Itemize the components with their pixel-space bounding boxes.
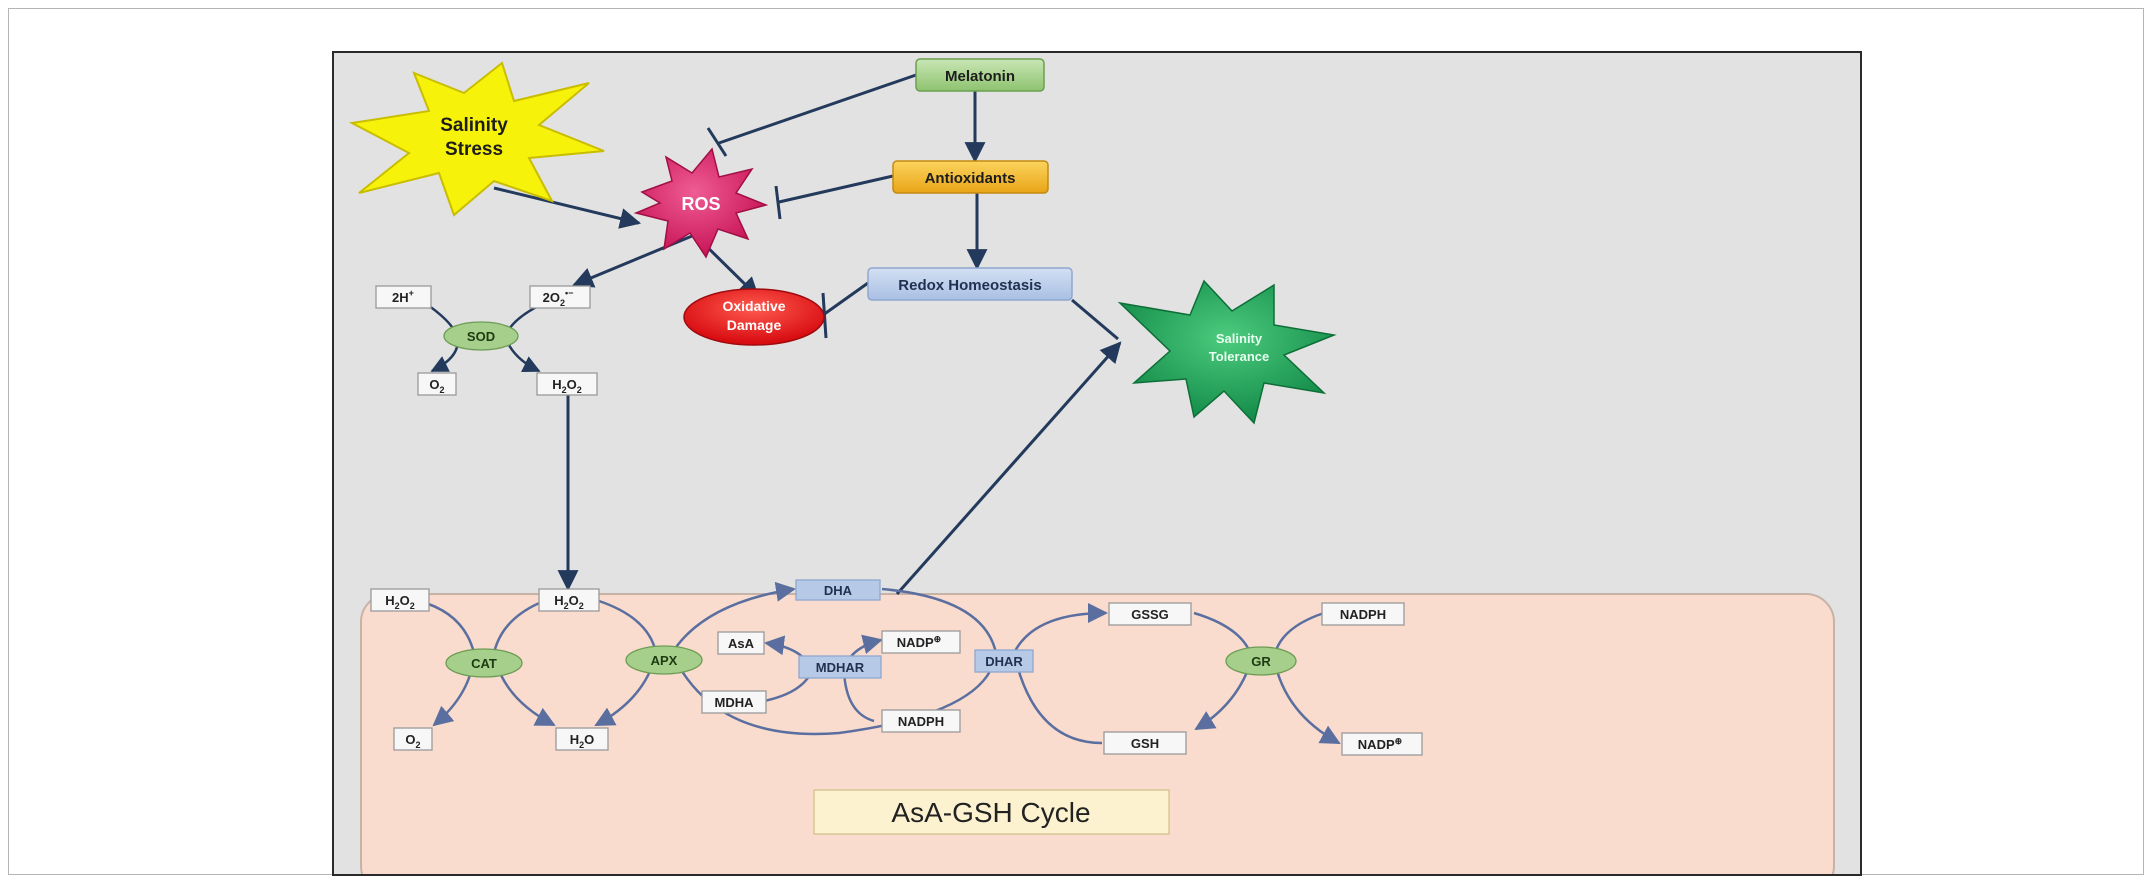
nadp-gr-label: NADP⊕ <box>1358 736 1402 752</box>
gssg-label: GSSG <box>1131 607 1169 622</box>
h2o2-sod-box <box>536 372 598 396</box>
mdha-label: MDHA <box>715 695 755 710</box>
nadph-gr-box <box>1321 602 1405 626</box>
gr-label: GR <box>1251 654 1271 669</box>
salinity-stress-star <box>348 61 605 217</box>
h2o2-cat-box <box>370 588 430 612</box>
inhibit-antioxidants-ros <box>778 174 894 204</box>
ascorbate-loop-top <box>670 581 796 654</box>
inhibit-bar-antioxidants-ros <box>774 185 782 220</box>
ascorbate-loop-top-right <box>881 587 998 654</box>
dhar-box <box>974 649 1034 673</box>
apx-enzyme <box>625 645 703 675</box>
mdhar-box <box>798 655 882 679</box>
asa-box <box>717 631 765 655</box>
h2o2-apx-box <box>538 588 600 612</box>
antioxidants-label: Antioxidants <box>925 170 1016 187</box>
proton-label: 2H+ <box>392 288 414 305</box>
sod-label: SOD <box>467 329 495 344</box>
o2-sod-label: O2 <box>429 377 444 395</box>
gr-enzyme <box>1225 646 1297 676</box>
redox-homeostasis-box <box>867 267 1073 301</box>
o2-sod-box <box>417 372 457 396</box>
cycle-title-label: AsA-GSH Cycle <box>891 797 1090 828</box>
arrow-redox-to-tolerance <box>1071 298 1119 341</box>
antioxidants-box <box>892 160 1049 194</box>
o2-cat-box <box>393 727 433 751</box>
superoxide-label: 2O2•− <box>543 288 574 308</box>
inhibit-redox-damage <box>822 281 869 317</box>
dhar-arc-to-gssg <box>1012 603 1108 654</box>
arrow-stress-to-ros <box>493 186 642 229</box>
h2o-box <box>555 727 609 751</box>
nadph-mdhar-label: NADPH <box>898 714 944 729</box>
nadp-gr-box <box>1341 732 1423 756</box>
ros-star <box>633 147 769 259</box>
nadph-mdhar-box <box>881 709 961 733</box>
gsh-label: GSH <box>1131 736 1159 751</box>
asa-label: AsA <box>728 636 755 651</box>
oxidative-damage-ellipse <box>683 288 825 346</box>
inhibit-bar-melatonin-ros <box>706 127 728 157</box>
sod-enzyme <box>443 321 519 351</box>
h2o-label: H2O <box>570 732 595 750</box>
mdha-box <box>701 690 767 714</box>
nadp-mdhar-box <box>881 630 961 654</box>
ros-label: ROS <box>681 194 720 214</box>
dhar-label: DHAR <box>985 654 1023 669</box>
cat-label: CAT <box>471 656 497 671</box>
h2o2-cat-label: H2O2 <box>385 593 415 611</box>
salinity-tolerance-star <box>1117 279 1337 425</box>
superoxide-box <box>529 285 591 309</box>
o2-cat-label: O2 <box>405 732 420 750</box>
h2o2-sod-label: H2O2 <box>552 377 582 395</box>
proton-box <box>375 285 432 309</box>
dha-label: DHA <box>824 583 853 598</box>
melatonin-label: Melatonin <box>945 68 1015 85</box>
gsh-box <box>1103 731 1187 755</box>
cat-enzyme <box>445 648 523 678</box>
melatonin-box <box>915 58 1045 92</box>
apx-label: APX <box>651 653 678 668</box>
inhibit-melatonin-ros <box>718 73 917 145</box>
redox-homeostasis-label: Redox Homeostasis <box>898 277 1041 294</box>
cycle-title-box <box>813 789 1170 835</box>
mdhar-label: MDHAR <box>816 660 865 675</box>
nadph-gr-label: NADPH <box>1340 607 1386 622</box>
asa-gsh-cycle-panel <box>360 593 1835 874</box>
gssg-box <box>1108 602 1192 626</box>
nadp-mdhar-label: NADP⊕ <box>897 634 941 650</box>
dha-box <box>795 579 881 601</box>
arrow-cycle-to-tolerance <box>895 341 1122 595</box>
h2o2-apx-label: H2O2 <box>554 593 584 611</box>
